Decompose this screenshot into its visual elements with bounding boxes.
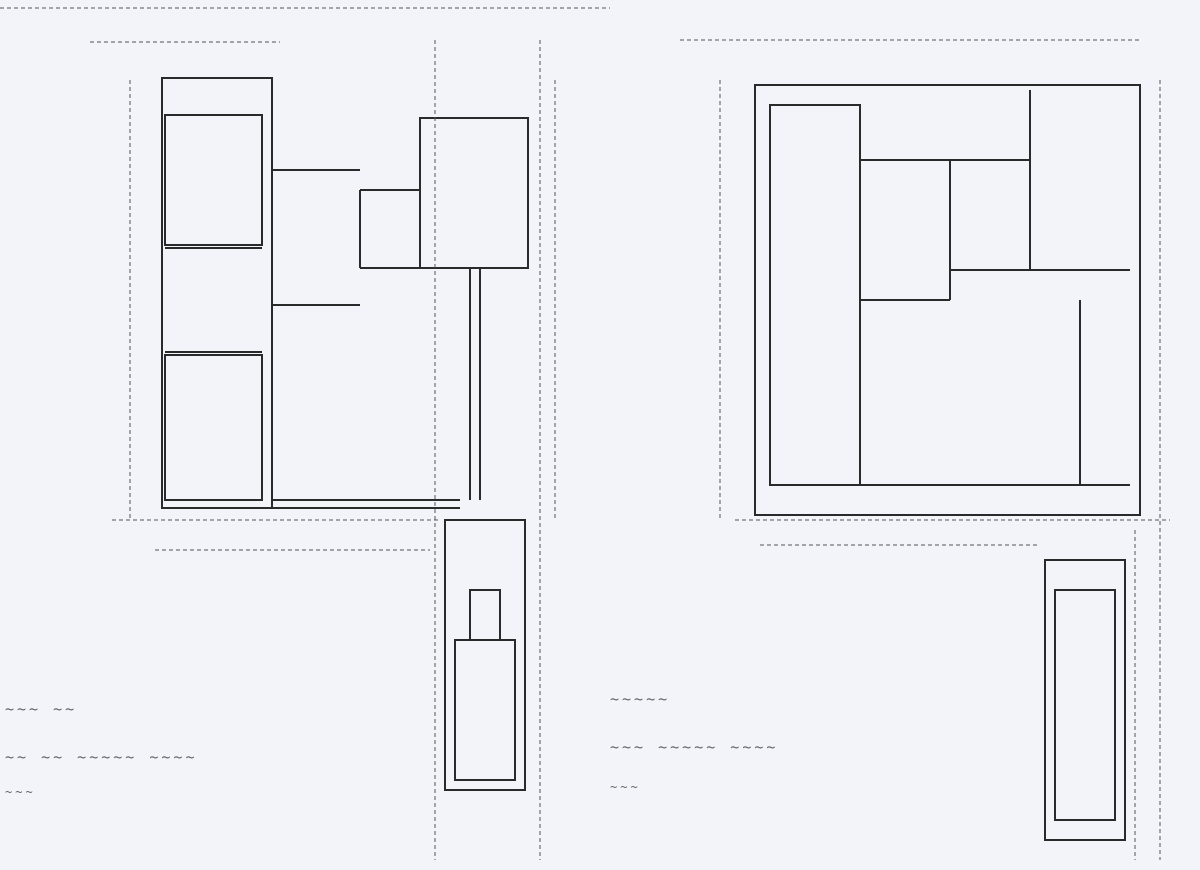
left-floor-plan (161, 77, 529, 791)
dimension-lines (0, 7, 1170, 860)
left-plan-caption-2: ~~ ~~ ~~~~~ ~~~~ (5, 748, 198, 766)
left-plan-caption-3: ~~~ (5, 785, 36, 799)
left-plan-caption-1: ~~~ ~~ (5, 700, 78, 718)
right-plan-caption-3: ~~~ (610, 780, 641, 794)
right-floor-plan (754, 84, 1141, 841)
right-plan-caption-1: ~~~~~ (610, 690, 671, 708)
right-plan-caption-2: ~~~ ~~~~~ ~~~~ (610, 738, 779, 756)
